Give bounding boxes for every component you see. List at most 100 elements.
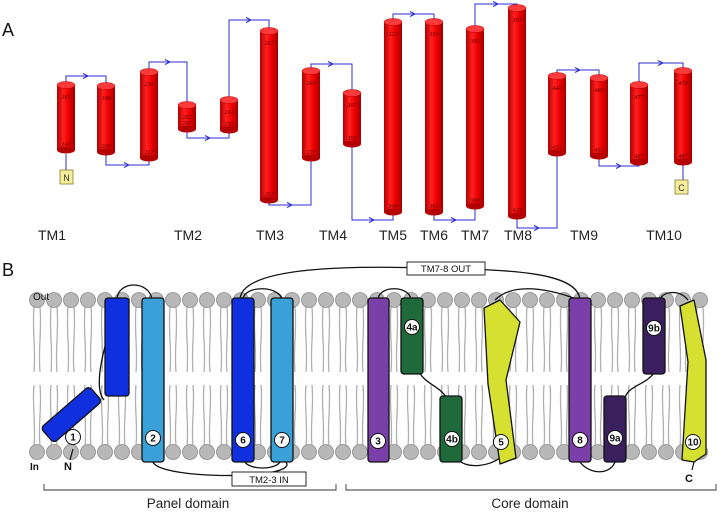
residue-number-top: 478 bbox=[679, 80, 688, 87]
tm-label: TM4 bbox=[319, 227, 347, 243]
svg-text:4b: 4b bbox=[446, 435, 458, 446]
residue-number-bottom: 300 bbox=[347, 136, 357, 142]
panel-b-c-terminus: C bbox=[685, 473, 693, 485]
svg-text:4a: 4a bbox=[406, 323, 418, 334]
tm-label: TM9 bbox=[570, 227, 598, 243]
tm7-helix bbox=[270, 297, 294, 463]
residue-number-top: 395 bbox=[470, 39, 480, 45]
panel-a-helices: 1651451982062302172322452412302672672672… bbox=[56, 4, 693, 220]
svg-text:10: 10 bbox=[687, 438, 699, 449]
tm3-helix bbox=[367, 297, 390, 463]
tm1-helix bbox=[41, 387, 102, 443]
helix-number: 9b bbox=[646, 320, 662, 336]
tm5-helix bbox=[483, 299, 521, 465]
svg-text:1: 1 bbox=[70, 433, 76, 444]
tm1-upper-helix bbox=[104, 297, 130, 397]
tm-label: TM3 bbox=[256, 227, 284, 243]
helix-number: 5 bbox=[493, 434, 509, 450]
helix-number: 8 bbox=[572, 432, 588, 448]
tm-cylinder: 477 467 bbox=[629, 81, 649, 166]
tm-label: TM1 bbox=[38, 227, 66, 243]
tm4b-helix bbox=[439, 395, 463, 463]
helix-number: 6 bbox=[235, 432, 251, 448]
tm4a-helix bbox=[400, 297, 424, 375]
in-label: In bbox=[30, 462, 39, 473]
tm-label: TM7 bbox=[461, 227, 489, 243]
tm-label: TM8 bbox=[504, 227, 532, 243]
residue-number-bottom: 217 bbox=[145, 150, 155, 156]
svg-text:3: 3 bbox=[375, 437, 381, 448]
tm9a-helix bbox=[603, 395, 627, 463]
tm-cylinder: 460 452 bbox=[589, 74, 609, 160]
residue-number-bottom: 380 bbox=[470, 198, 480, 204]
tm-label: TM2 bbox=[174, 227, 202, 243]
tm-cylinder: 397 428 bbox=[507, 4, 527, 220]
domain-brackets bbox=[43, 484, 717, 491]
tm-cylinder: 267 270 bbox=[301, 67, 321, 162]
residue-number-top: 477 bbox=[635, 94, 645, 101]
tm-cylinder: 230 217 bbox=[139, 68, 159, 162]
residue-number-bottom: 270 bbox=[307, 150, 316, 156]
residue-number-bottom: 245 bbox=[183, 120, 192, 127]
tm-label: TM10 bbox=[646, 227, 682, 243]
residue-number-top: 397 bbox=[512, 18, 523, 24]
tm7-8-out-label: TM7-8 OUT bbox=[421, 264, 471, 275]
residue-number-top: 442 bbox=[553, 85, 562, 92]
svg-text:9b: 9b bbox=[648, 324, 660, 335]
residue-number-top: 267 bbox=[307, 81, 317, 87]
residue-number-bottom: 452 bbox=[595, 147, 604, 154]
panel-b-label: B bbox=[2, 260, 14, 280]
residue-number-bottom: 428 bbox=[513, 207, 522, 214]
svg-text:5: 5 bbox=[498, 438, 504, 449]
svg-text:7: 7 bbox=[279, 436, 285, 447]
helix-number: 2 bbox=[145, 430, 161, 446]
residue-number-top: 230 bbox=[145, 82, 154, 88]
n-terminus-box: N bbox=[59, 169, 74, 185]
tm10-helix bbox=[679, 299, 707, 463]
svg-text:6: 6 bbox=[240, 436, 246, 447]
tm2-helix bbox=[141, 297, 165, 463]
tm2-3-in-box: TM2-3 IN bbox=[231, 471, 307, 487]
svg-text:8: 8 bbox=[577, 436, 583, 447]
tm-cylinder: 395 380 bbox=[465, 25, 485, 210]
residue-number-bottom: 206 bbox=[102, 144, 111, 150]
residue-number-bottom: 349 bbox=[388, 203, 398, 210]
residue-number-top: 232 bbox=[183, 115, 192, 121]
core-domain-label: Core domain bbox=[491, 496, 568, 511]
c-terminus-label: C bbox=[678, 183, 685, 193]
tm6-helix bbox=[231, 297, 255, 463]
residue-number-top: 241 bbox=[225, 109, 234, 116]
tm-cylinder: 442 431 bbox=[547, 72, 567, 157]
out-label: Out bbox=[33, 292, 49, 303]
helix-number: 7 bbox=[274, 432, 290, 448]
helix-number: 4b bbox=[444, 431, 460, 447]
tm-cylinder: 241 230 bbox=[219, 96, 239, 134]
helix-number: 1 bbox=[65, 429, 81, 445]
tm7-8-out-box: TM7-8 OUT bbox=[406, 261, 486, 276]
residue-number-top: 460 bbox=[595, 87, 604, 94]
panel-b-n-terminus: N bbox=[64, 461, 72, 473]
c-terminus-box: C bbox=[674, 179, 689, 195]
helix-number: 3 bbox=[370, 433, 386, 449]
helix-number: 4a bbox=[404, 319, 420, 335]
tm-label: TM5 bbox=[379, 227, 407, 243]
residue-number-top: 355 bbox=[429, 32, 439, 38]
residue-number-bottom: 230 bbox=[225, 122, 234, 128]
residue-number-bottom: 431 bbox=[553, 144, 562, 151]
tm2-3-in-label: TM2-3 IN bbox=[249, 475, 289, 486]
residue-number-bottom: 467 bbox=[635, 153, 645, 160]
tm8-helix bbox=[568, 297, 592, 463]
residue-number-top: 165 bbox=[62, 95, 71, 101]
membrane-lipids bbox=[29, 292, 708, 460]
panel-a-loops bbox=[65, 1, 684, 231]
svg-text:2: 2 bbox=[150, 434, 156, 445]
